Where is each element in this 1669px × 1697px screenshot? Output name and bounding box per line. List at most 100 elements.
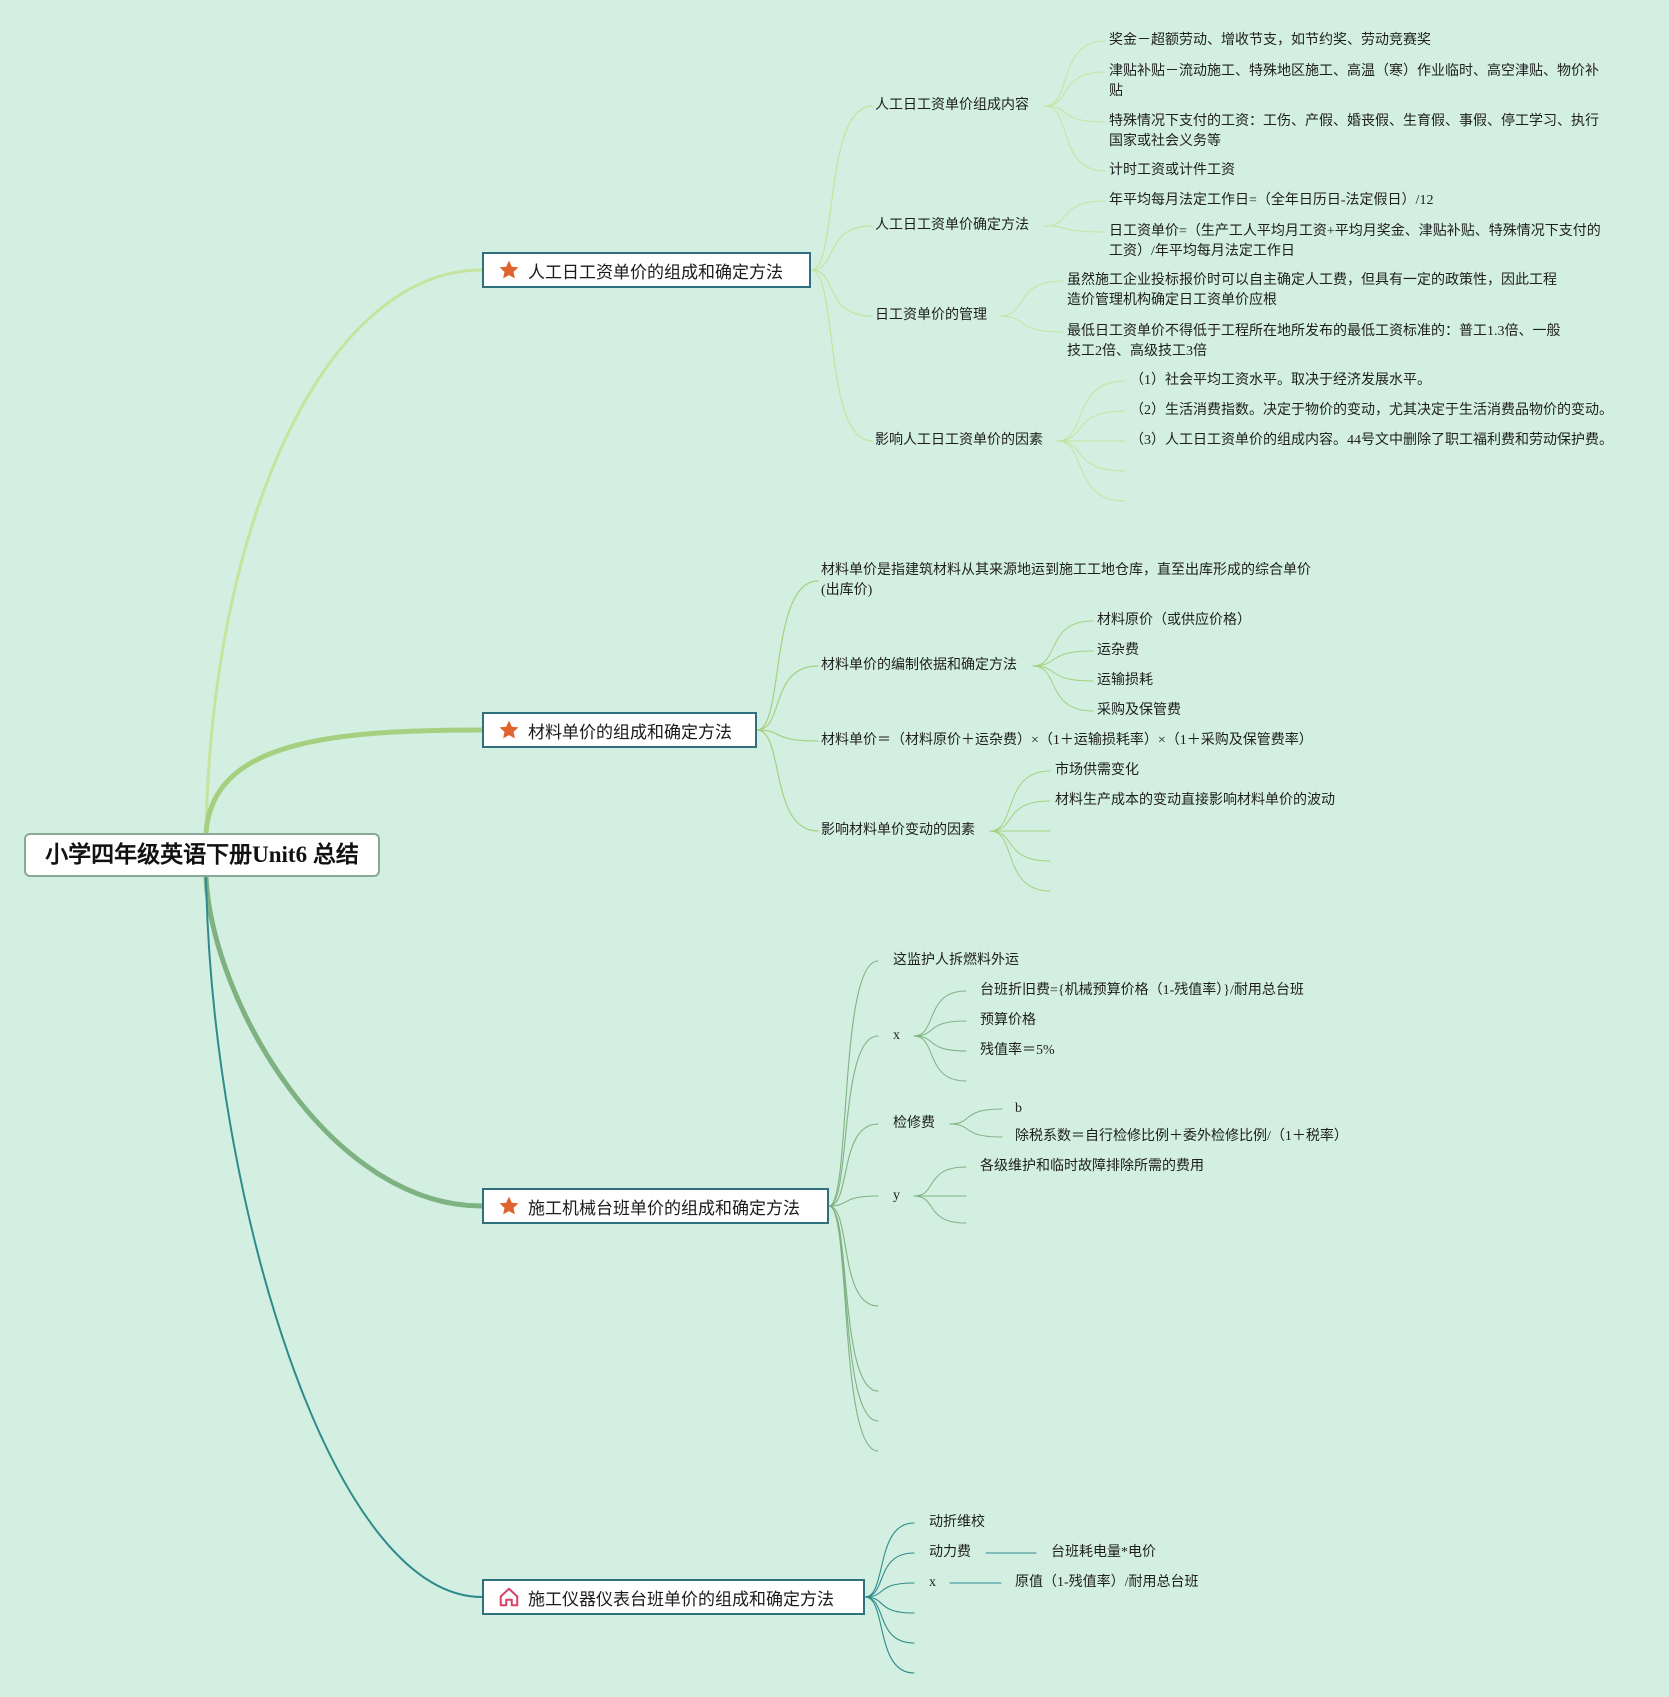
subtopic[interactable]: 日工资单价的管理 bbox=[875, 308, 987, 323]
connector-line bbox=[810, 269, 873, 442]
connector-line bbox=[756, 580, 819, 731]
leaf-topic[interactable]: 特殊情况下支付的工资：工伤、产假、婚丧假、生育假、事假、停工学习、执行国家或社会… bbox=[1109, 114, 1599, 149]
connector-line bbox=[913, 1035, 967, 1082]
leaf-topic[interactable]: （3）人工日工资单价的组成内容。44号文中删除了职工福利费和劳动保护费。 bbox=[1130, 433, 1613, 448]
connector-line bbox=[1032, 665, 1094, 712]
connector-line bbox=[810, 225, 873, 271]
leaf-topic[interactable]: 计时工资或计件工资 bbox=[1109, 163, 1235, 178]
connector-line bbox=[913, 1035, 967, 1052]
home-icon bbox=[498, 1586, 520, 1608]
connector-line bbox=[864, 1596, 915, 1674]
leaf-topic[interactable]: 年平均每月法定工作日=（全年日历日-法定假日）/12 bbox=[1109, 193, 1434, 208]
connector-line bbox=[828, 1195, 879, 1207]
leaf-topic[interactable]: （2）生活消费指数。决定于物价的变动，尤其决定于生活消费品物价的变动。 bbox=[1130, 403, 1613, 418]
subtopic[interactable]: 材料单价的编制依据和确定方法 bbox=[821, 658, 1017, 673]
main-topic-label: 材料单价的组成和确定方法 bbox=[528, 722, 732, 743]
leaf-topic[interactable]: 台班耗电量*电价 bbox=[1051, 1545, 1156, 1560]
leaf-topic[interactable]: 材料原价（或供应价格） bbox=[1097, 613, 1251, 628]
connector-line bbox=[1044, 200, 1106, 227]
subtopic[interactable]: 人工日工资单价组成内容 bbox=[875, 98, 1029, 113]
main-topic-label: 施工机械台班单价的组成和确定方法 bbox=[528, 1198, 800, 1219]
leaf-topic[interactable]: 材料生产成本的变动直接影响材料单价的波动 bbox=[1055, 793, 1335, 808]
connector-line bbox=[1044, 225, 1106, 233]
leaf-topic[interactable]: 日工资单价=（生产工人平均月工资+平均月奖金、津贴补贴、特殊情况下支付的工资）/… bbox=[1109, 224, 1601, 259]
leaf-topic[interactable]: 运输损耗 bbox=[1097, 673, 1153, 688]
star-icon bbox=[498, 1195, 520, 1217]
leaf-topic[interactable]: 奖金－超额劳动、增收节支，如节约奖、劳动竞赛奖 bbox=[1109, 33, 1431, 48]
connector-line bbox=[1044, 40, 1106, 107]
leaf-topic[interactable]: 虽然施工企业投标报价时可以自主确定人工费，但具有一定的政策性，因此工程造价管理机… bbox=[1067, 273, 1557, 308]
connector-line bbox=[1056, 380, 1126, 442]
subtopic[interactable]: 影响材料单价变动的因素 bbox=[821, 823, 975, 838]
connector-line bbox=[1032, 650, 1094, 667]
connector-line bbox=[913, 990, 967, 1037]
connector-line bbox=[864, 1596, 915, 1614]
subtopic[interactable]: 人工日工资单价确定方法 bbox=[875, 218, 1029, 233]
connector-line bbox=[828, 1205, 879, 1307]
main-topic-machinery[interactable]: 施工机械台班单价的组成和确定方法 bbox=[482, 1188, 829, 1224]
connector-line bbox=[913, 1166, 967, 1197]
subtopic[interactable]: x bbox=[893, 1028, 900, 1043]
connector-line bbox=[828, 1035, 879, 1207]
leaf-topic[interactable]: 原值（1-残值率）/耐用总台班 bbox=[1015, 1575, 1199, 1590]
connector-line bbox=[828, 1123, 879, 1207]
main-topic-label: 施工仪器仪表台班单价的组成和确定方法 bbox=[528, 1589, 834, 1610]
connector-line bbox=[913, 1020, 967, 1037]
main-topic-material[interactable]: 材料单价的组成和确定方法 bbox=[482, 712, 757, 748]
connector-line bbox=[913, 1195, 967, 1224]
connector-line bbox=[864, 1596, 915, 1644]
connector-line bbox=[810, 269, 873, 317]
connector-line bbox=[1056, 410, 1126, 442]
connector-line bbox=[828, 1205, 879, 1452]
leaf-topic[interactable]: b bbox=[1015, 1101, 1022, 1116]
leaf-topic[interactable]: （1）社会平均工资水平。取决于经济发展水平。 bbox=[1130, 373, 1431, 388]
connector-line bbox=[989, 830, 1051, 892]
connector-line bbox=[999, 315, 1064, 333]
subtopic[interactable]: 动折维校 bbox=[929, 1515, 985, 1530]
subtopic[interactable]: y bbox=[893, 1188, 900, 1203]
connector-line bbox=[989, 800, 1051, 832]
leaf-topic[interactable]: 台班折旧费={机械预算价格（1-残值率）}/耐用总台班 bbox=[980, 983, 1304, 998]
connector-line bbox=[1044, 71, 1106, 107]
subtopic[interactable]: 动力费 bbox=[929, 1545, 971, 1560]
connector-line bbox=[1056, 440, 1126, 472]
root-branch-line bbox=[204, 268, 484, 835]
subtopic[interactable]: 检修费 bbox=[893, 1116, 935, 1131]
leaf-topic[interactable]: 各级维护和临时故障排除所需的费用 bbox=[980, 1159, 1204, 1174]
connector-line bbox=[1044, 105, 1106, 123]
root-branch-line bbox=[203, 727, 485, 836]
leaf-topic[interactable]: 最低日工资单价不得低于工程所在地所发布的最低工资标准的：普工1.3倍、一般技工2… bbox=[1067, 324, 1561, 359]
leaf-topic[interactable]: 津贴补贴－流动施工、特殊地区施工、高温（寒）作业临时、高空津贴、物价补贴 bbox=[1109, 64, 1599, 99]
star-icon bbox=[498, 259, 520, 281]
connector-line bbox=[1032, 665, 1094, 682]
main-topic-instrument[interactable]: 施工仪器仪表台班单价的组成和确定方法 bbox=[482, 1579, 865, 1615]
star-icon bbox=[498, 719, 520, 741]
main-topic-labor[interactable]: 人工日工资单价的组成和确定方法 bbox=[482, 252, 811, 288]
leaf-topic[interactable]: 残值率＝5% bbox=[980, 1043, 1055, 1058]
connector-line bbox=[949, 1123, 1003, 1138]
connector-line bbox=[1032, 620, 1094, 667]
connector-line bbox=[756, 665, 819, 731]
subtopic[interactable]: 这监护人拆燃料外运 bbox=[893, 953, 1019, 968]
connector-line bbox=[999, 280, 1064, 317]
subtopic[interactable]: 材料单价＝（材料原价＋运杂费）×（1＋运输损耗率）×（1＋采购及保管费率） bbox=[821, 733, 1313, 748]
leaf-topic[interactable]: 运杂费 bbox=[1097, 643, 1139, 658]
connector-line bbox=[864, 1522, 915, 1598]
connector-line bbox=[949, 1108, 1003, 1125]
root-branch-line bbox=[203, 874, 485, 1209]
main-topic-label: 人工日工资单价的组成和确定方法 bbox=[528, 262, 783, 283]
connector-line bbox=[989, 830, 1051, 862]
leaf-topic[interactable]: 预算价格 bbox=[980, 1013, 1036, 1028]
root-branch-line bbox=[205, 876, 483, 1598]
leaf-topic[interactable]: 市场供需变化 bbox=[1055, 763, 1139, 778]
connector-line bbox=[828, 960, 879, 1207]
leaf-topic[interactable]: 除税系数＝自行检修比例＋委外检修比例/（1＋税率） bbox=[1015, 1129, 1348, 1144]
root-topic[interactable]: 小学四年级英语下册Unit6 总结 bbox=[24, 833, 380, 877]
connector-line bbox=[828, 1205, 879, 1392]
subtopic[interactable]: 材料单价是指建筑材料从其来源地运到施工工地仓库，直至出库形成的综合单价(出库价) bbox=[821, 563, 1311, 598]
subtopic[interactable]: 影响人工日工资单价的因素 bbox=[875, 433, 1043, 448]
subtopic[interactable]: x bbox=[929, 1575, 936, 1590]
leaf-topic[interactable]: 采购及保管费 bbox=[1097, 703, 1181, 718]
